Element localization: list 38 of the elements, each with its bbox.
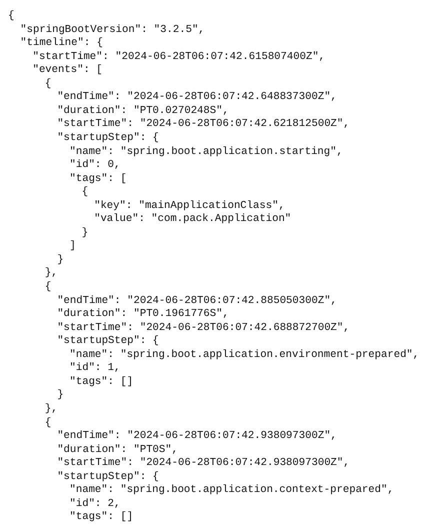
code-line: "name": "spring.boot.application.context-prepared", — [70, 484, 394, 498]
code-line: } — [82, 226, 88, 240]
code-line: { — [44, 416, 52, 430]
code-line: "duration": "PT0S", — [57, 444, 178, 457]
code-line: "id": 1, — [70, 362, 120, 376]
code-line: }, — [44, 267, 58, 280]
code-line: "events": [ — [32, 64, 103, 78]
code-line: } — [57, 389, 64, 402]
code-line: "value": "com.pack.Application" — [94, 213, 292, 226]
code-line: ] — [70, 240, 76, 254]
code-line: "timeline": { — [20, 37, 103, 50]
code-line: } — [57, 254, 64, 267]
code-line: "springBootVersion": "3.2.5", — [20, 24, 205, 37]
code-line: "startTime": "2024-06-28T06:07:42.938097300Z", — [57, 457, 350, 470]
code-line: "endTime": "2024-06-28T06:07:42.648837300Z", — [57, 91, 337, 104]
code-line: "duration": "PT0.1961776S", — [57, 308, 229, 322]
code-line: { — [44, 78, 52, 91]
code-line: "tags": [] — [70, 376, 134, 389]
code-line: "startTime": "2024-06-28T06:07:42.621812500Z", — [57, 118, 350, 132]
code-line: "startupStep": { — [57, 470, 159, 484]
code-line: "name": "spring.boot.application.starting", — [70, 146, 343, 158]
code-line: { — [8, 10, 14, 23]
code-line: "startupStep": { — [57, 132, 159, 145]
code-line: "id": 2, — [70, 498, 120, 511]
code-line: "name": "spring.boot.application.environment-prepared", — [70, 348, 420, 362]
code-line: "endTime": "2024-06-28T06:07:42.938097300Z", — [57, 430, 337, 444]
code-line: "endTime": "2024-06-28T06:07:42.885050300Z", — [57, 294, 337, 308]
code-line: "id": 0, — [70, 159, 120, 172]
code-line: { — [82, 186, 88, 200]
code-line: "key": "mainApplicationClass", — [94, 200, 285, 213]
code-line: { — [44, 281, 52, 294]
code-line: "startupStep": { — [57, 335, 159, 348]
code-line: }, — [44, 402, 58, 416]
code-line: "startTime": "2024-06-28T06:07:42.615807400Z", — [32, 50, 326, 64]
code-line: "startTime": "2024-06-28T06:07:42.688872700Z", — [57, 322, 350, 335]
code-line: "tags": [] — [70, 511, 134, 524]
code-line: "tags": [ — [70, 172, 127, 186]
code-line: "duration": "PT0.0270248S", — [57, 104, 229, 118]
